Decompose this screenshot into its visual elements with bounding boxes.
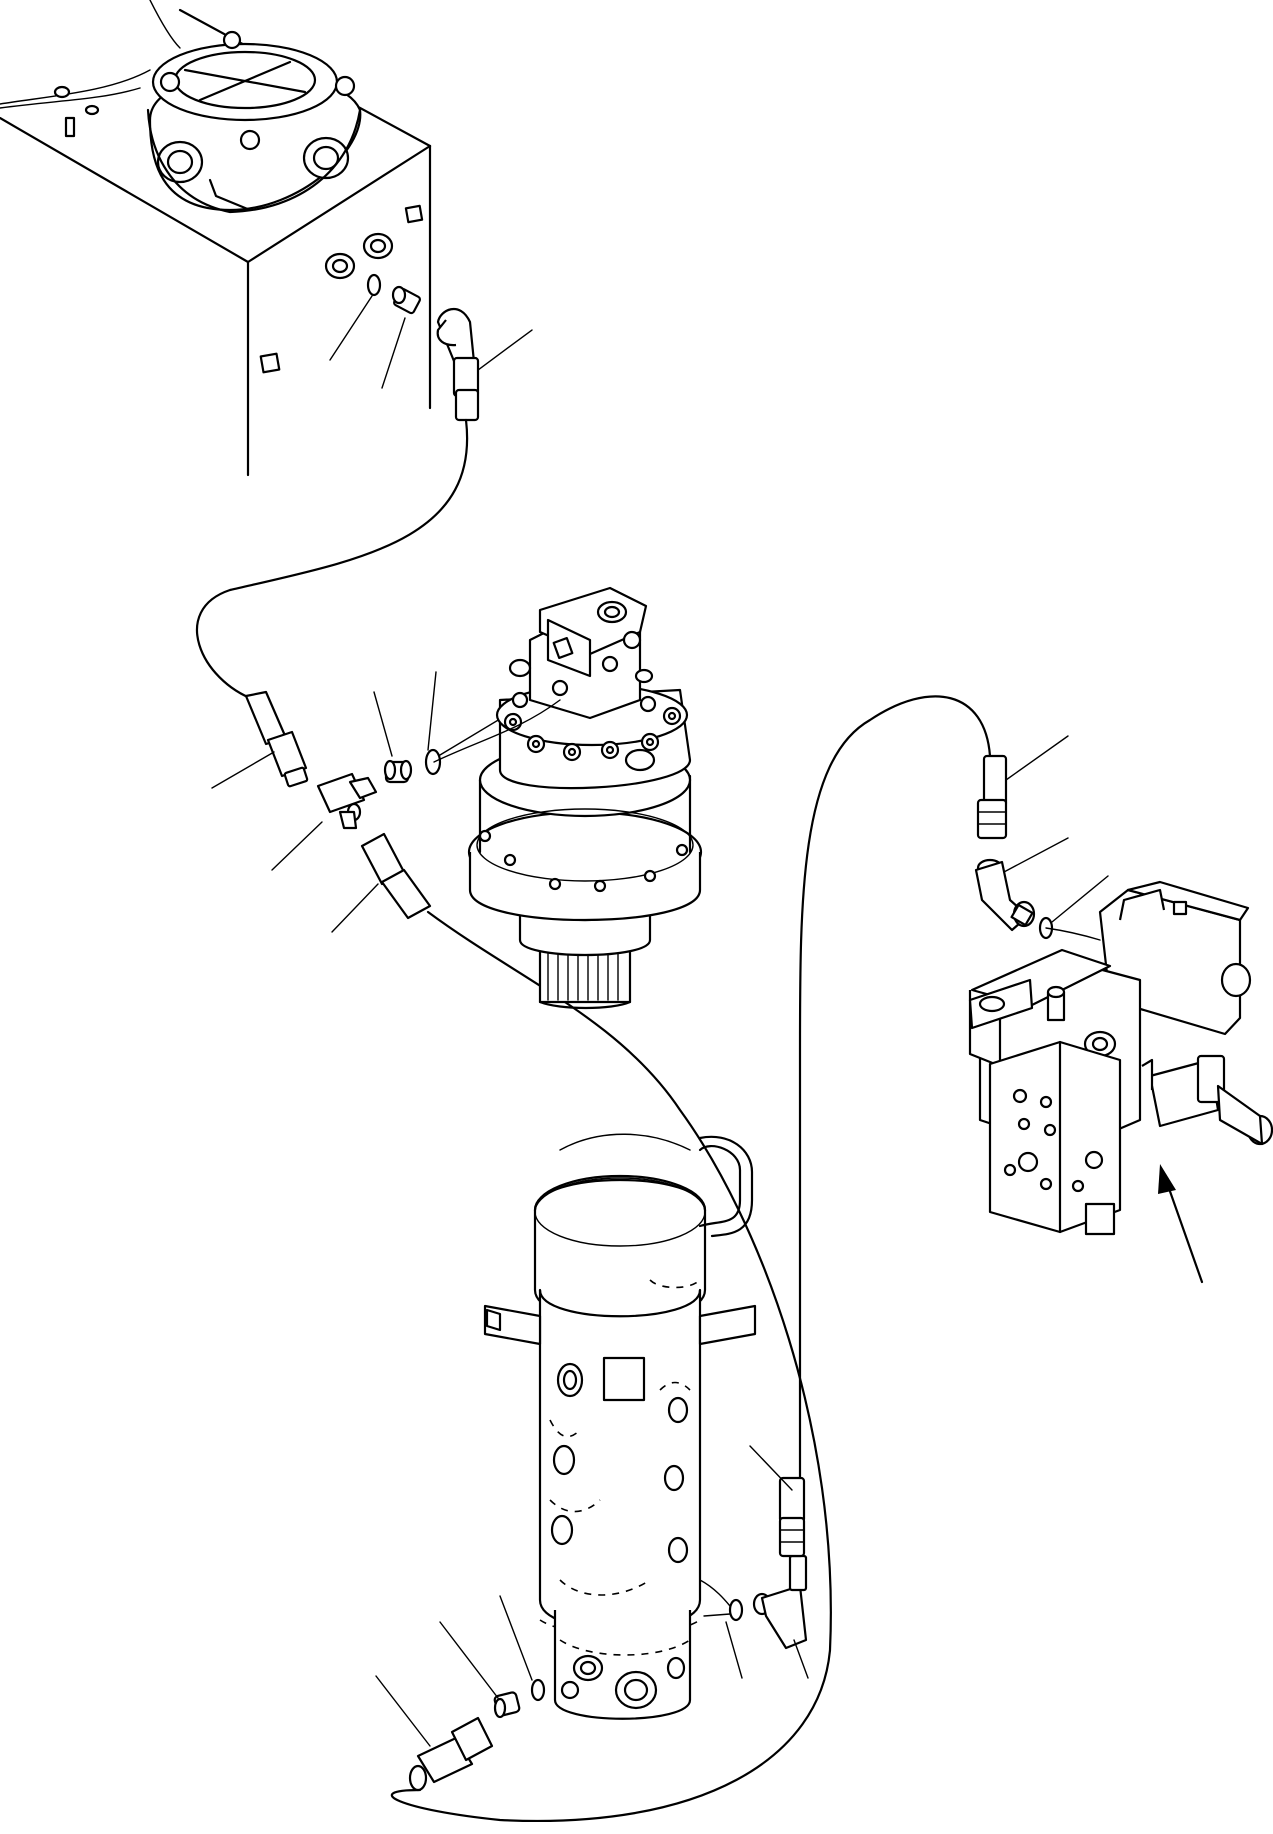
o-ring [530, 1678, 546, 1702]
swing-motor [467, 586, 703, 1010]
hydraulic-pump [968, 880, 1273, 1236]
hose-end-lower [360, 832, 432, 920]
hose-end-upper [244, 690, 309, 788]
leader-line [793, 1639, 809, 1679]
elbow-fitting-pump [974, 858, 1036, 932]
leader-line [211, 751, 275, 789]
hydraulic-tank [0, 0, 432, 477]
adapter-fitting [383, 759, 413, 784]
leader-line [271, 821, 323, 871]
leader-line [1051, 875, 1109, 923]
pump-direction-arrow [1158, 1164, 1204, 1284]
tee-fittings [211, 671, 541, 933]
elbow-fitting-swivel [752, 1554, 808, 1650]
tank-filter-cover [146, 30, 362, 214]
swivel-joint [483, 1133, 757, 1720]
leader-line [381, 317, 406, 389]
elbow-hose-end [436, 308, 480, 422]
hose-lines [195, 418, 992, 1822]
leader-line [703, 1613, 731, 1617]
pump-fittings [974, 735, 1109, 940]
leader-line [373, 691, 393, 757]
o-ring [424, 748, 442, 776]
leader-line [375, 1675, 431, 1747]
leader-line [749, 1445, 793, 1491]
swivel-fittings [375, 1445, 809, 1792]
leader-line [329, 295, 373, 361]
motor-feed-line [433, 699, 561, 763]
hose-end-swivel-left [408, 1716, 494, 1792]
tee-fitting [316, 772, 378, 830]
hose-end-pump [976, 754, 1008, 840]
o-ring [728, 1598, 744, 1622]
leader-line [331, 883, 379, 933]
leader-line [477, 329, 533, 371]
adapter-fitting [391, 285, 421, 315]
o-ring [366, 273, 382, 297]
adapter-fitting [493, 1691, 521, 1719]
leader-line [1005, 735, 1069, 781]
o-ring [1038, 916, 1054, 940]
swivel-feed-line [699, 1579, 731, 1607]
hose-end-swivel-right [778, 1476, 806, 1558]
leader-line [1003, 837, 1069, 873]
leader-line [439, 1621, 499, 1699]
leader-line [725, 1621, 743, 1679]
leader-line [499, 1595, 533, 1681]
pump-feed-line [1045, 927, 1101, 941]
leader-line [427, 671, 437, 751]
